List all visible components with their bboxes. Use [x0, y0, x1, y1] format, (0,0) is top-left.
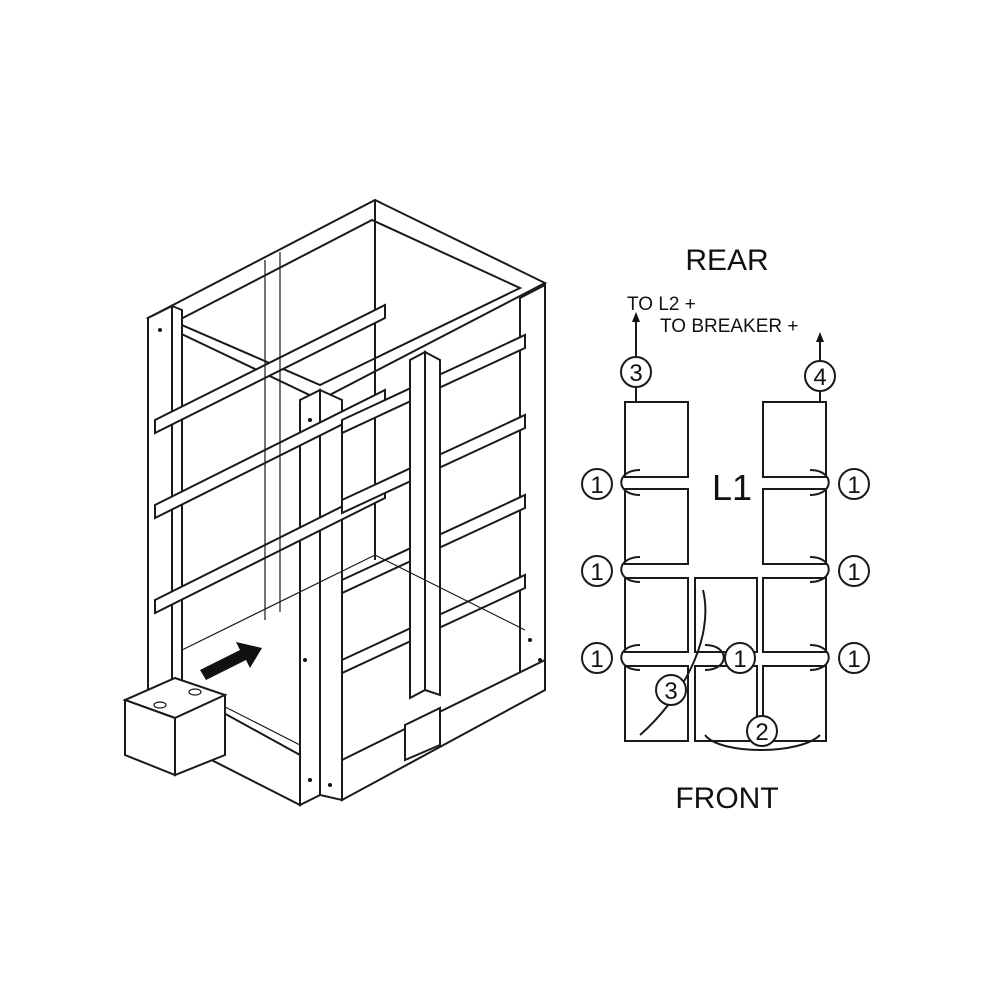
svg-text:1: 1 [590, 472, 603, 499]
svg-text:3: 3 [664, 678, 677, 705]
callout-jumper-right-1: 1 [838, 468, 870, 500]
svg-text:1: 1 [590, 559, 603, 586]
front-label: FRONT [675, 782, 778, 815]
svg-text:1: 1 [733, 646, 746, 673]
svg-text:2: 2 [755, 719, 768, 746]
callout-jumper-middle: 1 [724, 642, 756, 674]
callout-jumper-left-3: 1 [581, 642, 613, 674]
layer-label: L1 [712, 467, 752, 508]
to-l2-label: TO L2 + [627, 294, 696, 315]
callout-bottom-jumper: 2 [746, 715, 778, 747]
svg-text:1: 1 [847, 559, 860, 586]
callout-jumper-right-2: 1 [838, 555, 870, 587]
svg-text:1: 1 [590, 646, 603, 673]
insert-arrow-icon [200, 642, 262, 680]
callout-jumper-left-1: 1 [581, 468, 613, 500]
svg-text:4: 4 [813, 364, 826, 391]
callout-to-breaker: 4 [804, 360, 836, 392]
callout-to-l2: 3 [620, 356, 652, 388]
svg-text:1: 1 [847, 646, 860, 673]
to-breaker-label: TO BREAKER + [660, 316, 799, 337]
callout-jumper-right-3: 1 [838, 642, 870, 674]
rear-label: REAR [685, 244, 768, 277]
battery-illustration [122, 676, 228, 777]
cabinet-rack-illustration [122, 198, 548, 807]
svg-text:1: 1 [847, 472, 860, 499]
svg-text:3: 3 [629, 360, 642, 387]
wiring-diagram: REAR TO L2 + TO BREAKER + FRONT L1 [581, 244, 870, 815]
callout-cable-to-l2: 3 [655, 674, 687, 706]
callout-jumper-left-2: 1 [581, 555, 613, 587]
